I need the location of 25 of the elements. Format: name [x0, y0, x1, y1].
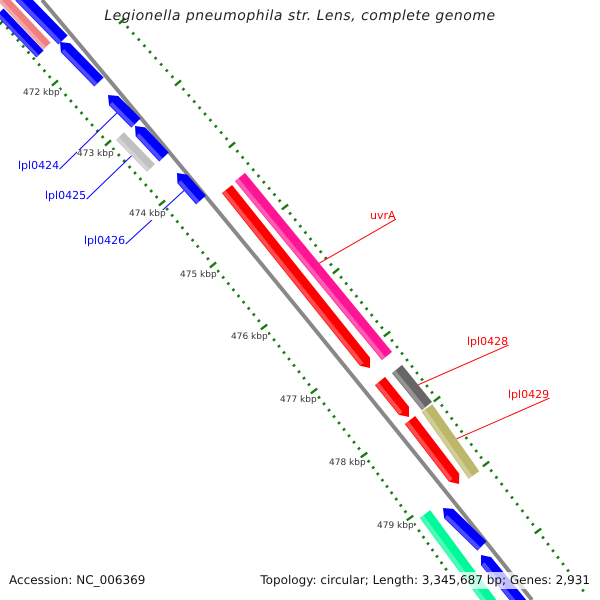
leader-line — [418, 344, 510, 386]
scale-label: 476 kbp — [231, 333, 268, 343]
gene-label: lpl0424 — [18, 160, 60, 172]
leader-line — [86, 155, 132, 200]
scale-label: 477 kbp — [280, 396, 317, 406]
scale-label: 478 kbp — [329, 459, 366, 469]
scale-label: 473 kbp — [77, 150, 114, 160]
gene-label: lpl0425 — [45, 190, 86, 202]
scale-label: 479 kbp — [377, 522, 414, 532]
scale-label: 474 kbp — [129, 210, 166, 220]
leader-line — [318, 218, 397, 264]
gene-label: lpl0429 — [508, 389, 550, 402]
genome-info-text: Topology: circular; Length: 3,345,687 bp; Genes: 2,931 — [258, 572, 592, 590]
scale-label: 475 kbp — [180, 271, 217, 281]
gene-feature — [177, 173, 206, 204]
accession-text: Accession: NC_006369 — [9, 574, 146, 588]
gene-label: uvrA — [370, 210, 396, 222]
gene-feature — [392, 364, 432, 410]
leader-line — [59, 112, 118, 170]
gene-feature — [116, 132, 155, 172]
gene-feature — [108, 95, 141, 128]
scale-label: 472 kbp — [23, 89, 60, 99]
gene-label: lpl0428 — [467, 336, 508, 348]
gene-label: lpl0426 — [84, 235, 126, 248]
title: Legionella pneumophila str. Lens, complete genome — [103, 9, 497, 24]
